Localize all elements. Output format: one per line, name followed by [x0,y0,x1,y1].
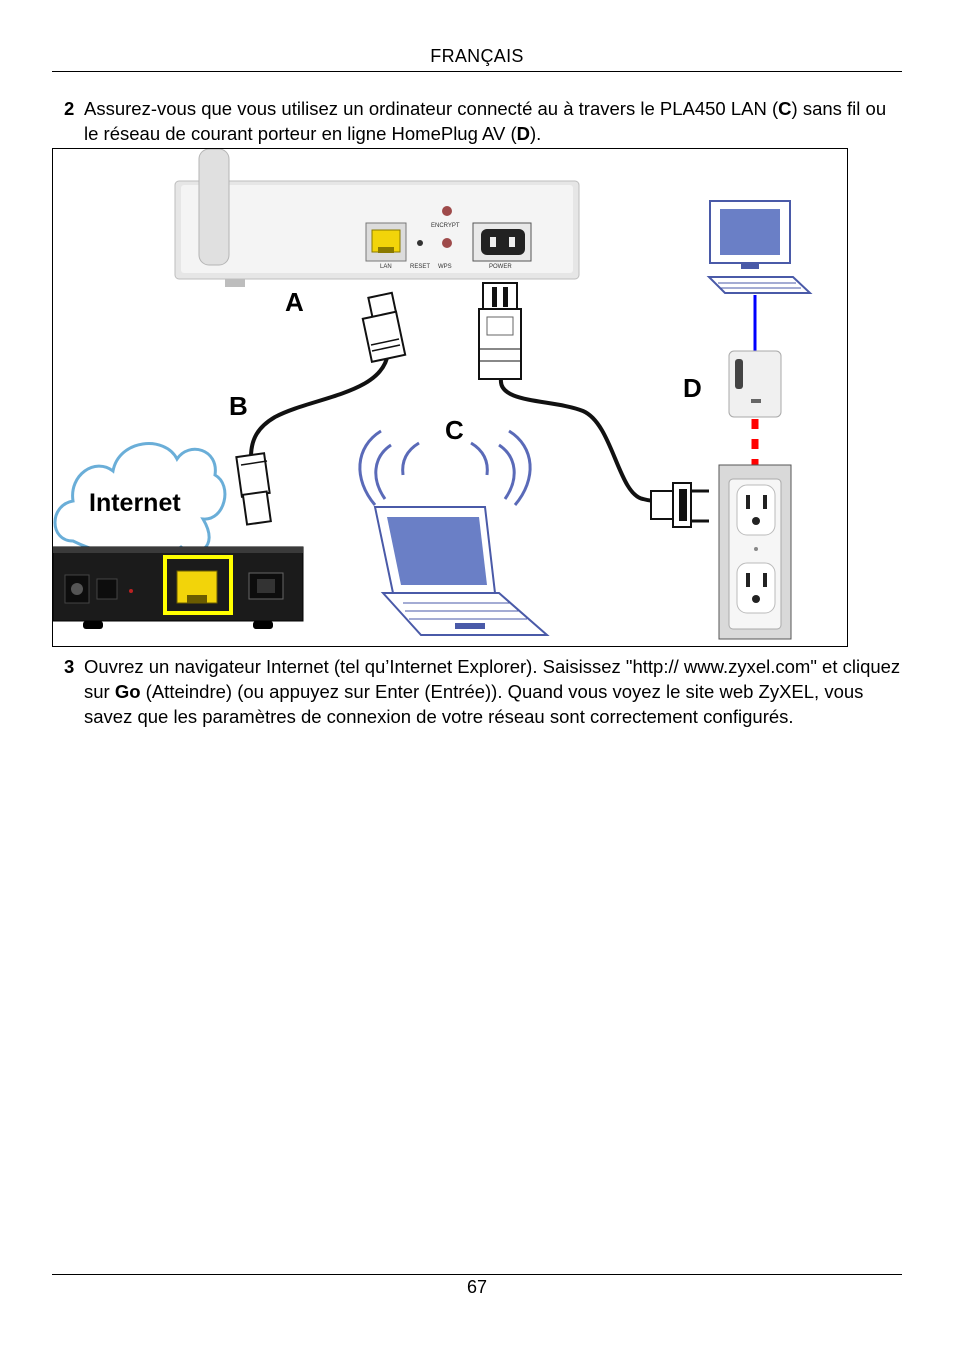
header-language: FRANÇAIS [430,46,524,66]
step-2: 2 Assurez-vous que vous utilisez un ordi… [64,96,904,146]
internet-cloud: Internet [53,442,227,559]
laptop-screen [387,517,487,585]
power-plug-top [478,282,522,380]
go-button-ref: Go [114,681,141,702]
footer-rule [52,1274,902,1275]
label-d: D [683,373,702,403]
step-text: Assurez-vous que vous utilisez un ordina… [84,98,887,144]
internet-label: Internet [89,489,181,517]
step-number: 3 [64,656,75,677]
page-number: 67 [466,1277,488,1297]
label-a: A [285,287,304,317]
port-label-power: POWER [489,264,512,270]
label-ref-d: D [516,123,530,144]
power-plug-outlet [650,482,709,528]
label-c: C [445,415,464,445]
desktop-computer [706,200,813,294]
powerline-adapter [728,350,782,418]
port-label-lan: LAN [380,264,392,270]
ethernet-cable [249,352,390,458]
connection-diagram: LAN RESET WPS ENCRYPT POWER [52,148,848,647]
rj45-plug-bottom [235,452,272,526]
step-3: 3 Ouvrez un navigateur Internet (tel qu’… [64,654,904,729]
port-label-reset: RESET [410,264,430,270]
laptop-computer [373,506,550,636]
step-text: Ouvrez un navigateur Internet (tel qu’In… [84,656,901,727]
label-b: B [229,391,248,421]
access-point-device: LAN RESET WPS ENCRYPT POWER [174,149,580,287]
modem-device [53,546,304,629]
header-rule [52,71,902,72]
label-ref-c: C [778,98,792,119]
rj45-plug-top [361,291,407,364]
wireless-signal [358,429,532,506]
computer-screen [720,209,780,255]
step-number: 2 [64,98,75,119]
port-label-wps: WPS [438,264,452,270]
wall-outlet [718,464,792,640]
modem-lan-highlight [163,555,233,615]
port-label-encrypt: ENCRYPT [431,223,460,229]
